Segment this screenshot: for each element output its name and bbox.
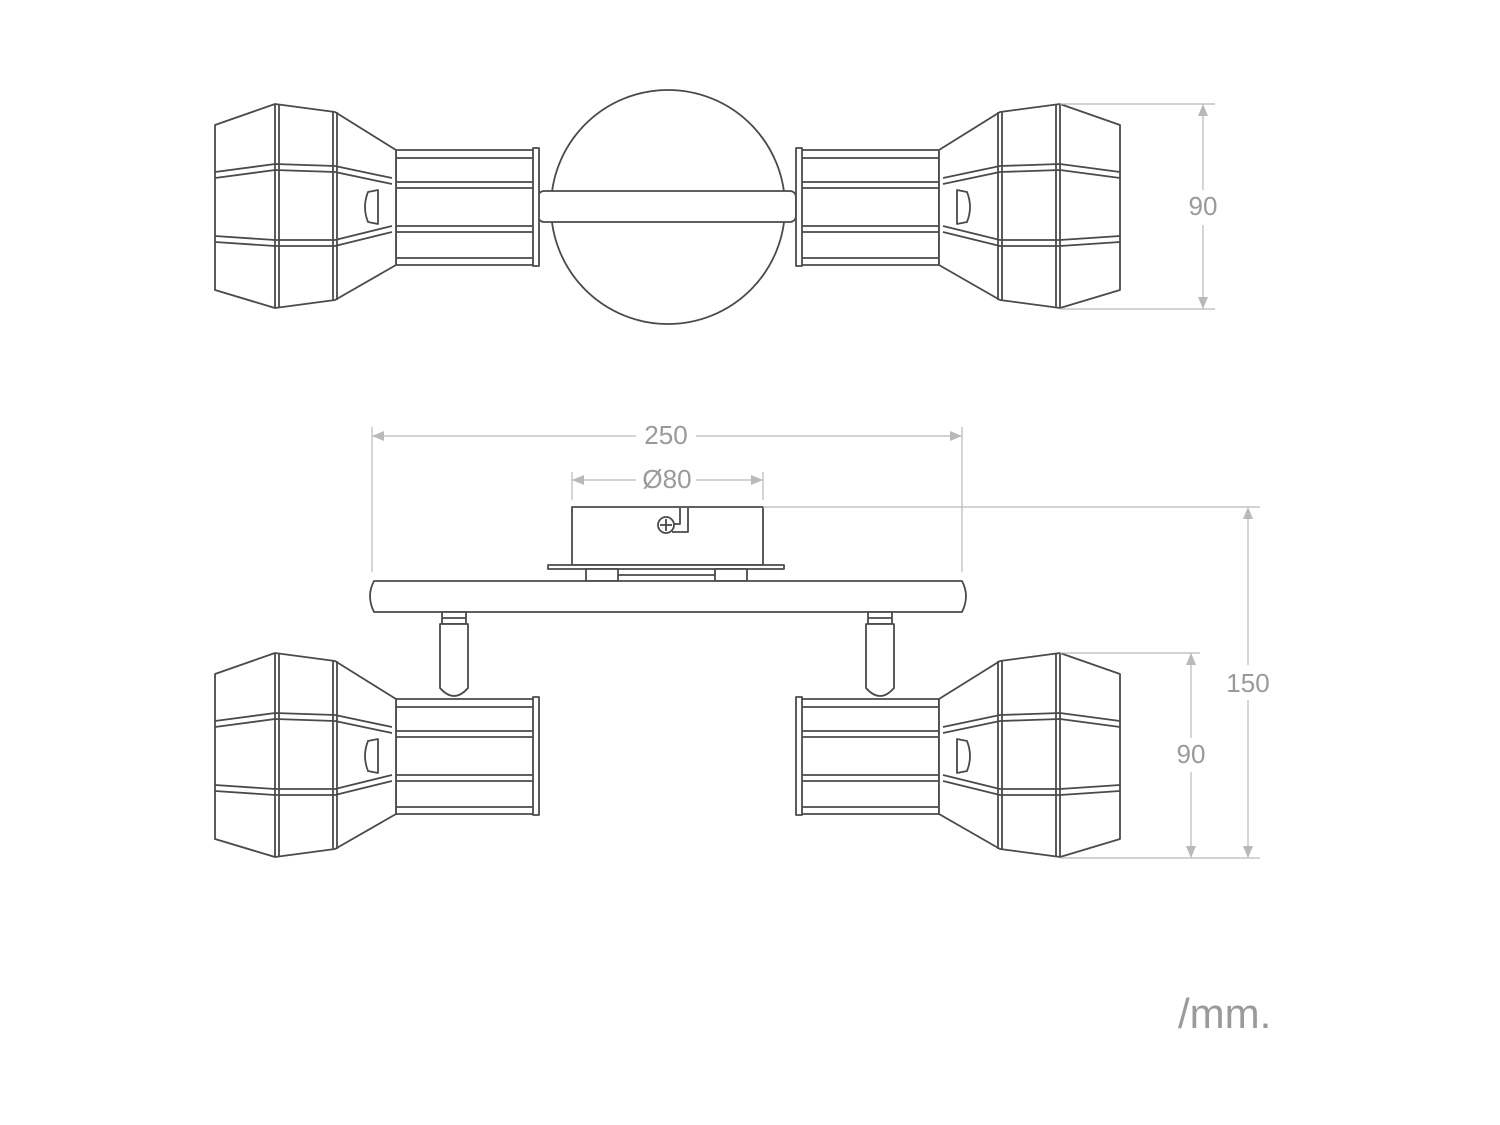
front-view <box>214 506 1121 858</box>
top-view <box>214 89 1121 325</box>
top-height-label: 90 <box>1189 191 1218 221</box>
top-height-dimension: 90 <box>1060 103 1218 310</box>
left-stem <box>439 611 469 708</box>
total-height-dimension: 150 <box>763 506 1270 859</box>
right-stem <box>865 611 895 708</box>
base-diameter-label: Ø80 <box>642 464 691 494</box>
overall-width-label: 250 <box>644 420 687 450</box>
top-right-lamp-head <box>795 103 1121 309</box>
ceiling-base <box>571 506 764 566</box>
connecting-bar <box>537 190 797 223</box>
unit-label: /mm. <box>1178 990 1272 1037</box>
screw-icon <box>657 508 689 534</box>
spot-height-label: 90 <box>1177 739 1206 769</box>
base-diameter-dimension: Ø80 <box>571 464 764 500</box>
front-right-lamp-head <box>795 652 1121 858</box>
mounting-bar <box>369 580 967 613</box>
base-plate <box>547 564 785 570</box>
top-left-lamp-head <box>214 103 540 309</box>
total-height-label: 150 <box>1226 668 1269 698</box>
front-left-lamp-head <box>214 652 540 858</box>
overall-width-dimension: 250 <box>371 420 963 572</box>
spot-height-dimension: 90 <box>1060 652 1206 858</box>
